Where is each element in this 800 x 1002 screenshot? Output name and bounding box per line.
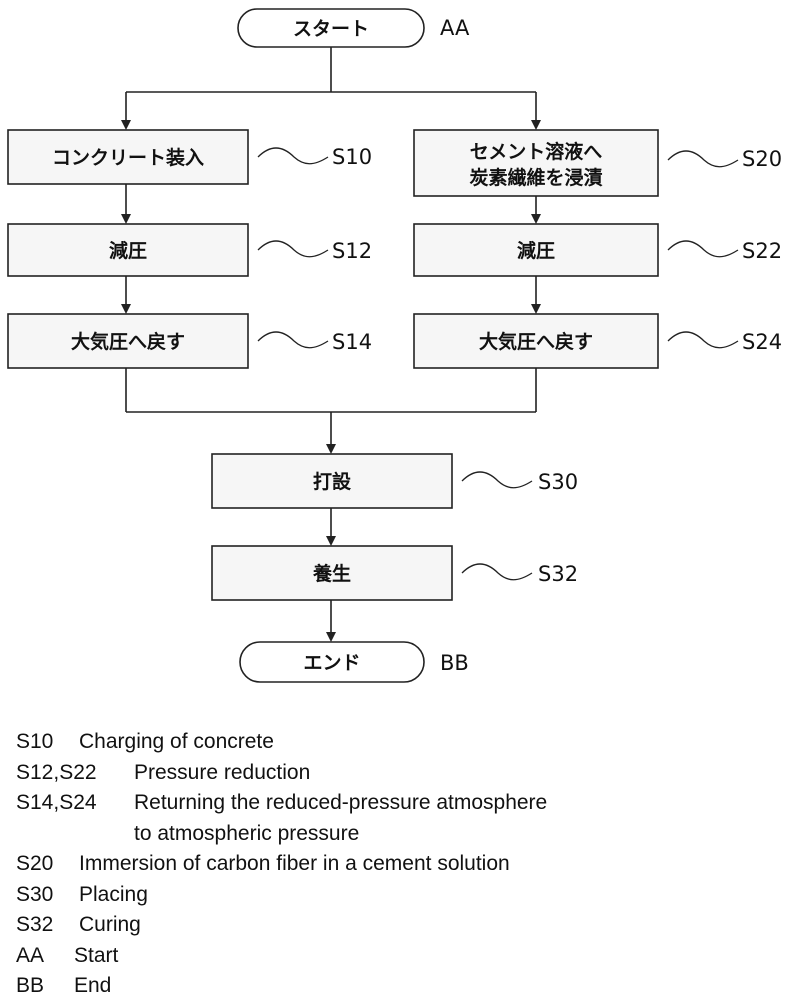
step-s12-label: 減圧 [109,239,147,262]
step-s12-box [7,223,249,277]
step-s24-ref: S24 [742,330,782,354]
legend-row: AA Start [16,941,786,972]
legend-text: Curing [79,913,141,936]
arrow-head [326,444,336,454]
leader-s14 [257,331,329,349]
step-s10-ref: S10 [332,145,372,169]
legend-key: S10 [16,730,54,753]
legend: S10 Charging of concrete S12,S22 Pressure … [16,727,786,1002]
legend-text: Pressure reduction [134,760,311,784]
leader-s24 [667,331,739,349]
step-s20-label-line2: 炭素繊維を浸漬 [469,166,602,189]
start-label: スタート [293,18,369,40]
legend-row: S20 Immersion of carbon fiber in a cement… [16,849,786,880]
legend-row: S12,S22 Pressure reduction [16,758,786,789]
step-s30-label: 打設 [313,470,352,493]
legend-row: S10 Charging of concrete [16,727,786,758]
end-ref: BB [440,651,469,675]
legend-text: Placing [79,882,148,906]
legend-key: S12,S22 [16,760,97,784]
legend-text: to atmospheric pressure [134,821,360,845]
arrow-head [531,120,541,130]
legend-row: S30 Placing [16,880,786,911]
leader-s20 [667,150,739,168]
step-s24-box [413,313,659,369]
legend-text: Immersion of carbon fiber in a cement so… [79,852,510,875]
step-s32-box [211,545,453,601]
arrow-head [121,120,131,130]
legend-key [16,819,134,850]
legend-text: Returning the reduced-pressure atmospher… [134,791,548,814]
flowchart: スタート AA コンクリート装入 S10 減圧 S12 大気圧へ戻す S14 セ… [7,8,782,683]
step-s12-ref: S12 [332,239,372,263]
arrow-head [326,632,336,642]
legend-key: S20 [16,852,54,875]
legend-key: S30 [16,882,54,906]
leader-s22 [667,240,739,258]
legend-key: S14,S24 [16,791,97,814]
step-s14-ref: S14 [332,330,372,354]
start-ref: AA [440,16,470,40]
step-s22-ref: S22 [742,239,782,263]
arrow-head [531,214,541,224]
legend-key: BB [16,974,45,997]
step-s22-label: 減圧 [517,239,555,262]
arrow-head [531,304,541,314]
legend-text: Start [74,943,119,967]
step-s10-label: コンクリート装入 [52,146,204,169]
leader-s12 [257,240,329,258]
legend-key: S32 [16,913,54,936]
leader-s32 [461,563,533,581]
legend-row: to atmospheric pressure [16,819,786,850]
arrow-head [121,304,131,314]
step-s20-ref: S20 [742,147,782,171]
step-s32-label: 養生 [312,562,351,585]
legend-key: AA [16,943,45,967]
legend-text: End [74,974,112,997]
legend-row: S14,S24 Returning the reduced-pressure at… [16,788,786,819]
step-s14-label: 大気圧へ戻す [71,330,185,353]
legend-row: S32 Curing [16,910,786,941]
legend-text: Charging of concrete [79,730,274,753]
step-s24-label: 大気圧へ戻す [479,330,593,353]
step-s32-ref: S32 [538,562,578,586]
leader-s30 [461,471,533,489]
end-label: エンド [303,652,360,674]
step-s30-ref: S30 [538,470,578,494]
step-s10-box [7,129,249,185]
leader-s10 [257,147,329,165]
arrow-head [326,536,336,546]
step-s20-label-line1: セメント溶液へ [470,140,603,163]
step-s14-box [7,313,249,369]
end-terminal [239,641,425,683]
legend-row: BB End [16,971,786,1002]
step-s30-box [211,453,453,509]
step-s22-box [413,223,659,277]
arrow-head [121,214,131,224]
